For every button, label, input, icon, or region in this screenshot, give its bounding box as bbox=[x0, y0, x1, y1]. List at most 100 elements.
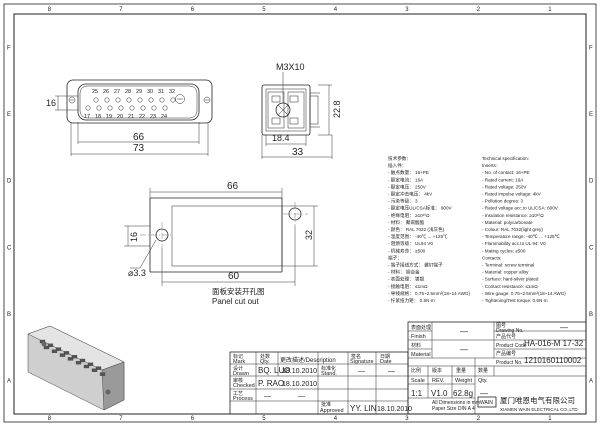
grid-row-label: E bbox=[7, 112, 11, 118]
pin-number-top: 28 bbox=[125, 89, 131, 95]
mount-screw-right-icon bbox=[203, 96, 211, 104]
grid-row-label: C bbox=[589, 245, 594, 251]
iso-terminal-icon bbox=[91, 368, 98, 372]
material-label-en: Material bbox=[411, 352, 431, 358]
grid-col-label: 3 bbox=[405, 7, 409, 13]
company-logo-text: WAIN bbox=[480, 400, 493, 406]
iso-terminal-icon bbox=[51, 349, 58, 353]
spec-cn-line: 插入件： bbox=[388, 162, 406, 169]
scale-label-en: Scale bbox=[411, 378, 425, 384]
spec-cn-line: - 触点数量： 16+PE bbox=[388, 169, 429, 176]
std-name: — bbox=[358, 368, 365, 375]
grid-col-label: 1 bbox=[548, 416, 552, 422]
iso-terminal-icon bbox=[55, 347, 62, 351]
iso-terminal-icon bbox=[67, 357, 74, 361]
panel-cutout-view: 66 16 32 60 ⌀3.3 面板安装开孔图 Panel cut out bbox=[124, 181, 318, 306]
spec-cn-line: - 绝缘电阻： ≥10¹⁰Ω bbox=[388, 212, 430, 219]
grid-row-label: A bbox=[589, 379, 593, 385]
spec-en-line: - Colour: RAL 7032(light grey) bbox=[482, 227, 543, 232]
weight-label-en: Weight bbox=[455, 378, 472, 384]
spec-en-line: - Rated voltage: 250V bbox=[482, 184, 527, 189]
note-dimensions: All Dimensions in mm bbox=[432, 400, 480, 406]
spec-en-list: Technical specification:Inserts:- No. of… bbox=[482, 156, 566, 303]
spec-en-line: Technical specification: bbox=[482, 156, 529, 161]
pin-number-top: 30 bbox=[147, 89, 153, 95]
company-name-cn: 厦门唯恩电气有限公司 bbox=[500, 395, 575, 405]
spec-en-line: - Material: copper alloy bbox=[482, 270, 529, 275]
grid-row-label: D bbox=[7, 179, 12, 185]
spec-cn-list: 技术参数：插入件：- 触点数量： 16+PE- 额定电流： 16A- 额定电压：… bbox=[388, 155, 471, 304]
checked-label-en: Checked bbox=[233, 383, 255, 389]
approved-label-en: Approved bbox=[320, 408, 344, 414]
pin-contact-icon bbox=[115, 97, 121, 103]
rev-col-sign-cn: 签名 bbox=[351, 353, 361, 360]
grid-row-label: F bbox=[589, 45, 593, 51]
spec-en-line: - Tightening/Test torque: 0.5N·m bbox=[482, 298, 548, 303]
spec-cn-line: - 额定电压： 250V bbox=[388, 183, 427, 190]
grid-row-label: B bbox=[589, 312, 593, 318]
spec-en-line: - Pollution degree: 3 bbox=[482, 199, 524, 204]
grid-col-label: 2 bbox=[477, 7, 481, 13]
rev-col-date-en: Date bbox=[380, 359, 392, 365]
iso-view bbox=[27, 325, 125, 411]
grid-col-label: 7 bbox=[119, 7, 123, 13]
std-date: — bbox=[388, 368, 395, 375]
spec-en-line: Inserts: bbox=[482, 163, 497, 168]
pin-number-bottom: 18 bbox=[95, 114, 101, 120]
cutout-dim-left: 16 bbox=[129, 232, 139, 242]
spec-cn-line: 技术参数： bbox=[388, 155, 411, 162]
iso-terminal-icon bbox=[79, 358, 86, 363]
scale-value: 1:1 bbox=[411, 389, 423, 398]
checked-label-cn: 审核 bbox=[233, 377, 243, 384]
spec-cn-line: - 拧紧扭力矩： 0.5N·m bbox=[388, 297, 435, 304]
rev-col-desc: 更改描述/Description bbox=[280, 356, 336, 364]
grid-col-label: 8 bbox=[48, 7, 52, 13]
rev-col-date-cn: 日期 bbox=[380, 354, 390, 360]
front-flange bbox=[66, 79, 213, 124]
company-name-en: XIAMEN WAIN ELECTRICAL CO.,LTD bbox=[500, 407, 578, 412]
rev-label-en: REV. bbox=[432, 378, 445, 384]
pin-number-bottom: 22 bbox=[139, 114, 145, 120]
process-date: — bbox=[298, 393, 305, 400]
spec-en-line: - Rated current: 16A bbox=[482, 177, 524, 182]
pin-number-bottom: 23 bbox=[150, 114, 156, 120]
approved-name: YY. LIN bbox=[350, 404, 377, 413]
drawing-no-label-cn: 图号 bbox=[496, 323, 506, 329]
pin-contact-icon bbox=[137, 97, 143, 103]
pin-number-top: 31 bbox=[158, 89, 164, 95]
spec-en-line: - Contact resistance: ≤1mΩ bbox=[482, 284, 538, 289]
pin-contact-icon bbox=[104, 97, 110, 103]
rev-col-qty-en: Qty. bbox=[260, 359, 270, 365]
qty-label-cn: 数量 bbox=[478, 367, 488, 374]
pin-contact-icon bbox=[107, 105, 113, 111]
rev-col-mark-en: Mark bbox=[233, 359, 245, 365]
drawn-name: BQ. LUO bbox=[258, 366, 290, 375]
finish-value: — bbox=[460, 327, 468, 336]
front-dim-outer-width: 73 bbox=[133, 143, 145, 154]
pin-contact-icon bbox=[93, 97, 99, 103]
rev-col-mark-cn: 标记 bbox=[233, 353, 243, 360]
grid-row-label: E bbox=[589, 112, 593, 118]
iso-terminal-icon bbox=[47, 343, 54, 347]
material-label-cn: 材料 bbox=[411, 342, 421, 349]
cutout-dim-height: 32 bbox=[304, 230, 314, 240]
iso-terminal-icon bbox=[87, 362, 94, 366]
spec-cn-line: - 污染等级： 3 bbox=[388, 198, 418, 205]
spec-en-line: - Rated voltage acc.to UL/CSA: 600V bbox=[482, 206, 559, 211]
spec-cn-line: - 额定电压UL/CSA标准： 600V bbox=[388, 205, 452, 212]
grid-row-label: A bbox=[7, 379, 11, 385]
rev-col-sign-en: Signature bbox=[350, 359, 374, 365]
spec-cn-line: - 接触电阻： ≤1mΩ bbox=[388, 283, 428, 290]
weight-label-cn: 重量 bbox=[456, 367, 466, 374]
drawing-no-label-en: Drawing No. bbox=[496, 328, 524, 334]
spec-en-line: - Flammability acc.to UL 94: V0 bbox=[482, 241, 546, 246]
grid-col-label: 8 bbox=[48, 416, 52, 422]
process-label-cn: 工艺 bbox=[233, 391, 243, 397]
grid-row-label: D bbox=[589, 179, 594, 185]
pin-contact-icon bbox=[159, 97, 165, 103]
spec-cn-line: - 机械寿命： ≥500 bbox=[388, 247, 426, 254]
scale-label-cn: 比例 bbox=[411, 367, 421, 374]
cutout-caption-cn: 面板安装开孔图 bbox=[212, 286, 265, 296]
spec-en-line: - Mating cycles: ≥500 bbox=[482, 248, 526, 253]
